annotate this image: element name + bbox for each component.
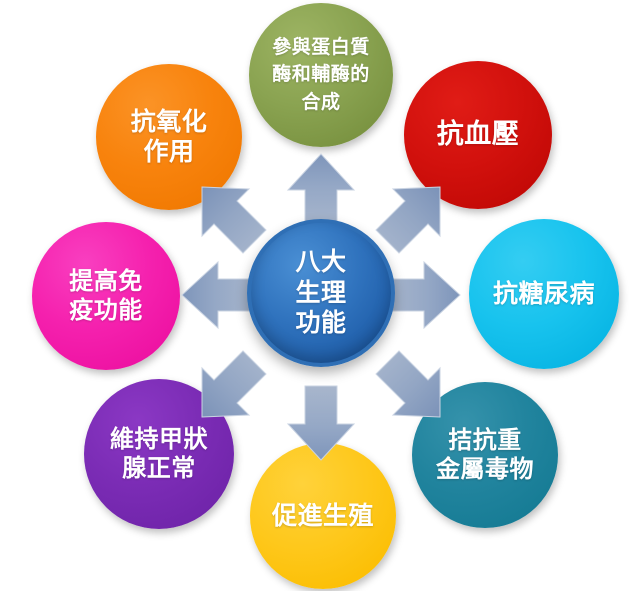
node-top-label: 參與蛋白質 酶和輔酶的 合成 — [272, 35, 370, 113]
arrow-down-icon — [286, 385, 356, 461]
node-right[interactable]: 抗糖尿病 — [469, 219, 619, 369]
arrow-down-right-icon — [375, 350, 441, 418]
node-top-right-label: 抗血壓 — [436, 118, 520, 150]
node-left-label: 提高免 疫功能 — [69, 267, 143, 324]
node-bottom-left-label: 維持甲狀 腺正常 — [110, 425, 208, 482]
center-hub-label: 八大 生理 功能 — [295, 247, 347, 338]
node-top-left-label: 抗氧化 作用 — [130, 107, 208, 166]
node-right-label: 抗糖尿病 — [492, 279, 595, 308]
node-bottom[interactable]: 促進生殖 — [250, 443, 396, 589]
arrow-up-right-icon — [375, 186, 441, 254]
node-top[interactable]: 參與蛋白質 酶和輔酶的 合成 — [249, 3, 393, 147]
center-hub[interactable]: 八大 生理 功能 — [247, 219, 395, 367]
arrow-right-icon — [385, 260, 461, 330]
node-bottom-label: 促進生殖 — [271, 501, 374, 530]
arrow-up-left-icon — [201, 186, 267, 254]
node-bottom-right-label: 拮抗重 金屬毒物 — [436, 426, 534, 483]
node-left[interactable]: 提高免 疫功能 — [32, 222, 180, 370]
arrow-down-left-icon — [201, 350, 267, 418]
node-top-right[interactable]: 抗血壓 — [404, 61, 552, 209]
node-top-left[interactable]: 抗氧化 作用 — [96, 64, 242, 210]
node-bottom-right[interactable]: 拮抗重 金屬毒物 — [412, 382, 558, 528]
